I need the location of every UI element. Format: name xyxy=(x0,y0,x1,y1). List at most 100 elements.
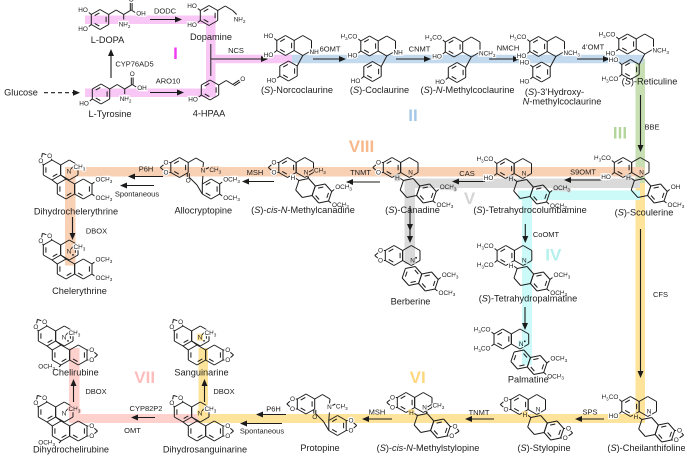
svg-text:OCH3: OCH3 xyxy=(547,373,564,380)
svg-text:HO: HO xyxy=(520,79,530,86)
svg-text:N: N xyxy=(198,411,203,418)
svg-text:O: O xyxy=(504,407,509,414)
svg-text:O: O xyxy=(677,428,682,435)
svg-text:H: H xyxy=(291,175,296,182)
svg-text:NCH3: NCH3 xyxy=(564,50,581,57)
svg-text:OCH3: OCH3 xyxy=(335,184,352,191)
svg-text:H3CO: H3CO xyxy=(477,262,494,269)
svg-text:NMCH: NMCH xyxy=(497,44,520,53)
svg-text:(S)-cis-N-Methylcanadine: (S)-cis-N-Methylcanadine xyxy=(251,205,355,215)
svg-text:O: O xyxy=(504,397,509,404)
svg-text:4’OMT: 4’OMT xyxy=(582,43,605,52)
svg-text:OCH3: OCH3 xyxy=(440,184,457,191)
svg-text:N: N xyxy=(647,408,652,415)
svg-text:Dihydrochelirubine: Dihydrochelirubine xyxy=(33,445,109,455)
svg-text:CoOMT: CoOMT xyxy=(533,230,560,239)
svg-text:N: N xyxy=(519,341,524,348)
svg-text:HO: HO xyxy=(606,51,616,58)
svg-text:O: O xyxy=(89,357,94,364)
svg-text:O: O xyxy=(38,158,43,165)
svg-text:O: O xyxy=(225,347,230,354)
svg-text:HO: HO xyxy=(609,413,619,420)
svg-text:Dihydrochelerythrine: Dihydrochelerythrine xyxy=(34,207,118,217)
svg-text:N-methylcoclaurine: N-methylcoclaurine xyxy=(523,97,602,107)
svg-text:CYP82P2: CYP82P2 xyxy=(130,404,163,413)
svg-text:O: O xyxy=(563,435,568,442)
svg-text:O: O xyxy=(376,160,381,167)
svg-text:H3CO: H3CO xyxy=(599,32,616,39)
svg-text:MSH: MSH xyxy=(369,408,386,417)
svg-text:HO: HO xyxy=(78,26,88,33)
svg-text:O: O xyxy=(33,324,38,331)
svg-text:O: O xyxy=(312,414,317,421)
svg-text:OCH3: OCH3 xyxy=(439,290,456,297)
svg-text:CH3: CH3 xyxy=(74,164,86,171)
svg-text:Spontaneous: Spontaneous xyxy=(240,427,284,436)
svg-text:O: O xyxy=(89,347,94,354)
svg-text:O: O xyxy=(566,426,571,433)
svg-text:(S)-Tetrahydrocolumbamine: (S)-Tetrahydrocolumbamine xyxy=(473,205,586,215)
svg-text:N: N xyxy=(522,257,527,264)
svg-text:H3CO: H3CO xyxy=(477,243,494,250)
svg-text:Allocryptopine: Allocryptopine xyxy=(174,206,232,216)
svg-text:Spontaneous: Spontaneous xyxy=(115,190,159,199)
svg-text:DBOX: DBOX xyxy=(213,387,234,396)
svg-text:OH: OH xyxy=(671,184,681,191)
svg-text:HO: HO xyxy=(601,174,611,181)
svg-text:CNMT: CNMT xyxy=(409,45,431,54)
svg-text:IV: IV xyxy=(545,246,562,265)
svg-text:N: N xyxy=(536,406,541,413)
svg-text:HO: HO xyxy=(517,53,527,60)
svg-text:Chelerythrine: Chelerythrine xyxy=(52,286,107,296)
svg-text:CFS: CFS xyxy=(653,290,668,299)
svg-text:O: O xyxy=(47,153,52,160)
svg-text:OCH3: OCH3 xyxy=(38,364,55,371)
svg-text:O: O xyxy=(290,406,295,413)
svg-text:(S)-Coclaurine: (S)-Coclaurine xyxy=(350,85,409,95)
svg-text:O: O xyxy=(674,437,679,444)
svg-text:CH3: CH3 xyxy=(209,167,221,174)
svg-text:P6H: P6H xyxy=(266,405,281,414)
svg-text:O: O xyxy=(453,424,458,431)
svg-text:O: O xyxy=(186,178,191,185)
svg-text:OCH3: OCH3 xyxy=(550,356,567,363)
svg-text:OCH3: OCH3 xyxy=(442,272,459,279)
svg-text:L-Tyrosine: L-Tyrosine xyxy=(89,109,132,119)
svg-text:O: O xyxy=(164,170,169,177)
svg-text:OCH3: OCH3 xyxy=(96,257,113,264)
svg-text:O: O xyxy=(178,395,183,402)
svg-text:N: N xyxy=(304,169,309,176)
svg-text:H: H xyxy=(509,263,514,270)
svg-text:O: O xyxy=(169,324,174,331)
svg-text:O: O xyxy=(449,433,454,440)
svg-text:P6H: P6H xyxy=(139,165,154,174)
svg-text:Berberine: Berberine xyxy=(391,297,431,307)
svg-text:H3CO: H3CO xyxy=(510,34,527,41)
svg-text:H3CO: H3CO xyxy=(474,346,491,353)
svg-text:H3CO: H3CO xyxy=(594,155,611,162)
svg-text:NCS: NCS xyxy=(228,46,244,55)
svg-text:N: N xyxy=(67,249,72,256)
svg-text:VIII: VIII xyxy=(349,137,375,156)
svg-text:N: N xyxy=(639,169,644,176)
svg-text:OCH3: OCH3 xyxy=(96,275,113,282)
svg-text:NH: NH xyxy=(310,49,320,56)
svg-text:O: O xyxy=(290,396,295,403)
svg-text:NCH3: NCH3 xyxy=(479,51,496,58)
svg-text:CH3: CH3 xyxy=(314,168,326,175)
svg-text:(S)-Cheilanthifoline: (S)-Cheilanthifoline xyxy=(607,443,685,453)
svg-text:Chelirubine: Chelirubine xyxy=(52,368,98,378)
svg-text:O: O xyxy=(272,170,277,177)
svg-text:HO: HO xyxy=(267,78,277,85)
svg-text:(S)-3’Hydroxy-: (S)-3’Hydroxy- xyxy=(525,87,584,97)
svg-text:H3CO: H3CO xyxy=(602,76,619,83)
svg-text:(S)-cis-N-Methylstylopine: (S)-cis-N-Methylstylopine xyxy=(377,443,480,453)
svg-text:O: O xyxy=(33,400,38,407)
svg-text:OCH3: OCH3 xyxy=(437,202,454,209)
svg-text:(S)-Canadine: (S)-Canadine xyxy=(385,205,440,215)
svg-text:O: O xyxy=(376,170,381,177)
svg-text:OCH3: OCH3 xyxy=(553,185,570,192)
svg-text:NH2: NH2 xyxy=(119,22,131,29)
svg-text:HO: HO xyxy=(264,33,274,40)
svg-text:HO: HO xyxy=(435,79,445,86)
